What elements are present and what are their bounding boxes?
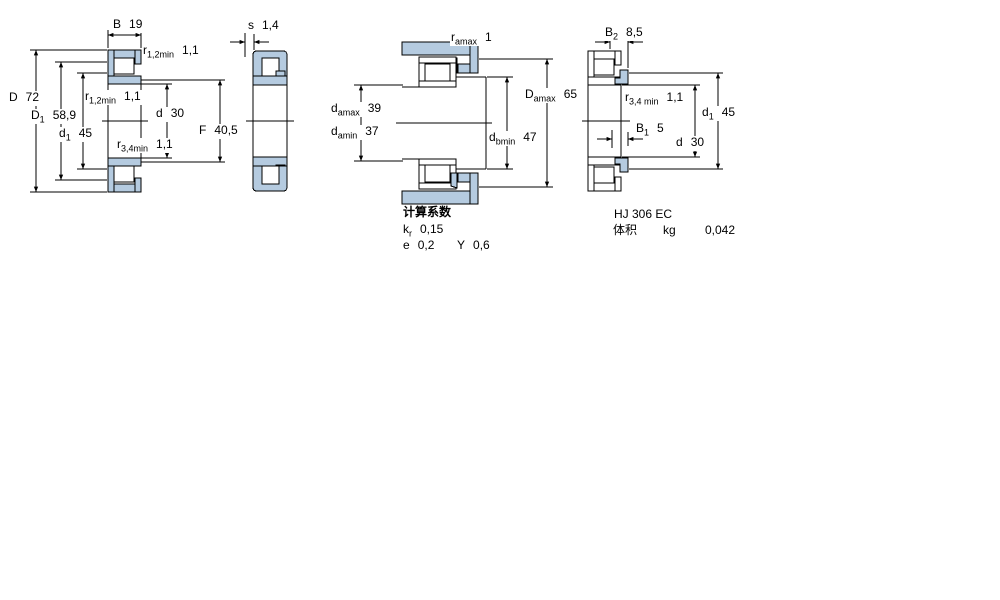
dim-B-value: 19 <box>129 17 143 31</box>
calc-kr-symbol: k <box>403 222 409 236</box>
calc-factor-kr: kr 0,15 <box>403 223 443 238</box>
dim-d1-symbol: d <box>59 126 66 140</box>
dim-r12-mid-symbol: r <box>85 89 89 103</box>
dim-damax-value: 39 <box>367 101 382 115</box>
dim-Damax-value: 65 <box>563 87 578 101</box>
dim-r34-value: 1,1 <box>156 137 173 151</box>
dim-label-Damax: Damax 65 <box>524 87 579 104</box>
dim-s-value: 1,4 <box>262 18 279 32</box>
dim-B2-symbol: B <box>605 25 614 39</box>
dim-D-symbol: D <box>9 90 18 104</box>
dim-d-hj-symbol: d <box>676 135 683 149</box>
dim-r34-symbol: r <box>117 137 121 151</box>
dim-r12-top-symbol: r <box>143 43 147 57</box>
dim-B1-value: 5 <box>657 121 664 135</box>
dim-B-symbol: B <box>113 17 122 31</box>
hj-ring-figure <box>582 50 630 192</box>
dim-damin-sub: amin <box>337 130 358 141</box>
dim-r34-hj-value: 1,1 <box>666 90 684 104</box>
dim-damin-symbol: d <box>331 124 338 138</box>
dim-d1-hj-sub: 1 <box>708 111 714 122</box>
dim-ra-symbol: r <box>451 30 455 44</box>
calc-kr-sub: r <box>409 228 412 239</box>
dim-label-d1-hj: d1 45 <box>701 105 737 122</box>
dim-label-r12-mid: r1,2min 1,1 <box>84 89 142 106</box>
dim-r34-hj-sub: 3,4 min <box>629 96 659 107</box>
dim-d-value: 30 <box>170 106 185 120</box>
dim-d1-value: 45 <box>78 126 93 140</box>
calc-factor-Y: Y 0,6 <box>457 239 490 252</box>
dim-label-B2: B2 8,5 <box>604 25 644 42</box>
dim-F-value: 40,5 <box>214 123 238 137</box>
dim-label-d-hj: d 30 <box>675 135 706 152</box>
dim-d1-hj-symbol: d <box>702 105 709 119</box>
mounting-dimension-lines <box>354 58 553 188</box>
dim-label-s: s 1,4 <box>247 18 280 35</box>
dim-label-B: B 19 <box>112 17 144 34</box>
dim-r12-top-sub: 1,2min <box>147 49 175 60</box>
side-section-figure <box>246 50 294 192</box>
dim-B1-sub: 1 <box>644 127 650 138</box>
calc-Y-value: 0,6 <box>473 238 490 252</box>
dim-dbmin-value: 47 <box>523 130 537 144</box>
dim-label-d: d 30 <box>155 106 186 123</box>
dim-label-ra: ramax 1 <box>450 30 493 47</box>
dim-ra-value: 1 <box>485 30 492 44</box>
dim-d-symbol: d <box>156 106 163 120</box>
dim-dbmin-sub: bmin <box>495 136 516 147</box>
dim-D-value: 72 <box>25 90 40 104</box>
calc-kr-value: 0,15 <box>420 222 444 236</box>
calc-e-value: 0,2 <box>417 238 435 252</box>
dim-B2-sub: 2 <box>613 31 619 42</box>
dim-label-F: F 40,5 <box>198 123 239 140</box>
calc-e-symbol: e <box>403 238 410 252</box>
ring-designation: HJ 306 EC <box>614 207 673 221</box>
dim-label-damax: damax 39 <box>330 101 383 118</box>
dim-r12-mid-sub: 1,2min <box>89 95 117 106</box>
dim-r34-sub: 3,4min <box>121 143 149 154</box>
side-section-dimension-lines <box>230 33 269 57</box>
dim-d-hj-value: 30 <box>690 135 705 149</box>
dim-r12-top-value: 1,1 <box>182 43 199 57</box>
dim-D1-symbol: D <box>31 108 40 122</box>
dim-label-r34-hj: r3,4 min 1,1 <box>624 90 685 107</box>
dim-D1-sub: 1 <box>39 114 45 125</box>
dim-Damax-sub: amax <box>533 93 556 104</box>
dim-r12-mid-value: 1,1 <box>124 89 141 103</box>
dim-r34-hj-symbol: r <box>625 90 629 104</box>
dim-ra-sub: amax <box>455 36 478 47</box>
mass-unit: kg <box>663 223 676 237</box>
dim-label-d1: d1 45 <box>58 126 94 143</box>
calc-Y-symbol: Y <box>457 238 466 252</box>
dim-damax-sub: amax <box>337 107 360 118</box>
dim-B1-symbol: B <box>636 121 645 135</box>
dim-damax-symbol: d <box>331 101 338 115</box>
dim-Damax-symbol: D <box>525 87 534 101</box>
dim-d1-sub: 1 <box>65 132 71 143</box>
dim-label-D1: D1 58,9 <box>30 108 78 125</box>
dim-label-dbmin: dbmin 47 <box>488 130 538 147</box>
dim-F-symbol: F <box>199 123 207 137</box>
dim-damin-value: 37 <box>365 124 379 138</box>
dim-label-r12-top: r1,2min 1,1 <box>142 43 200 60</box>
front-section-figure <box>102 49 148 193</box>
dim-dbmin-symbol: d <box>489 130 496 144</box>
mass-label: 体积 <box>613 223 638 237</box>
dim-label-damin: damin 37 <box>330 124 380 141</box>
dim-B2-value: 8,5 <box>626 25 643 39</box>
dim-s-symbol: s <box>248 18 254 32</box>
dim-d1-hj-value: 45 <box>721 105 736 119</box>
calc-factor-e: e 0,2 <box>403 239 434 252</box>
calculation-factors-title: 计算系数 <box>403 205 452 219</box>
dim-D1-value: 58,9 <box>52 108 77 122</box>
mass-value: 0,042 <box>705 223 736 237</box>
dim-label-D: D 72 <box>8 90 41 107</box>
dim-label-r34: r3,4min 1,1 <box>116 137 174 154</box>
mounting-figure <box>396 41 492 205</box>
